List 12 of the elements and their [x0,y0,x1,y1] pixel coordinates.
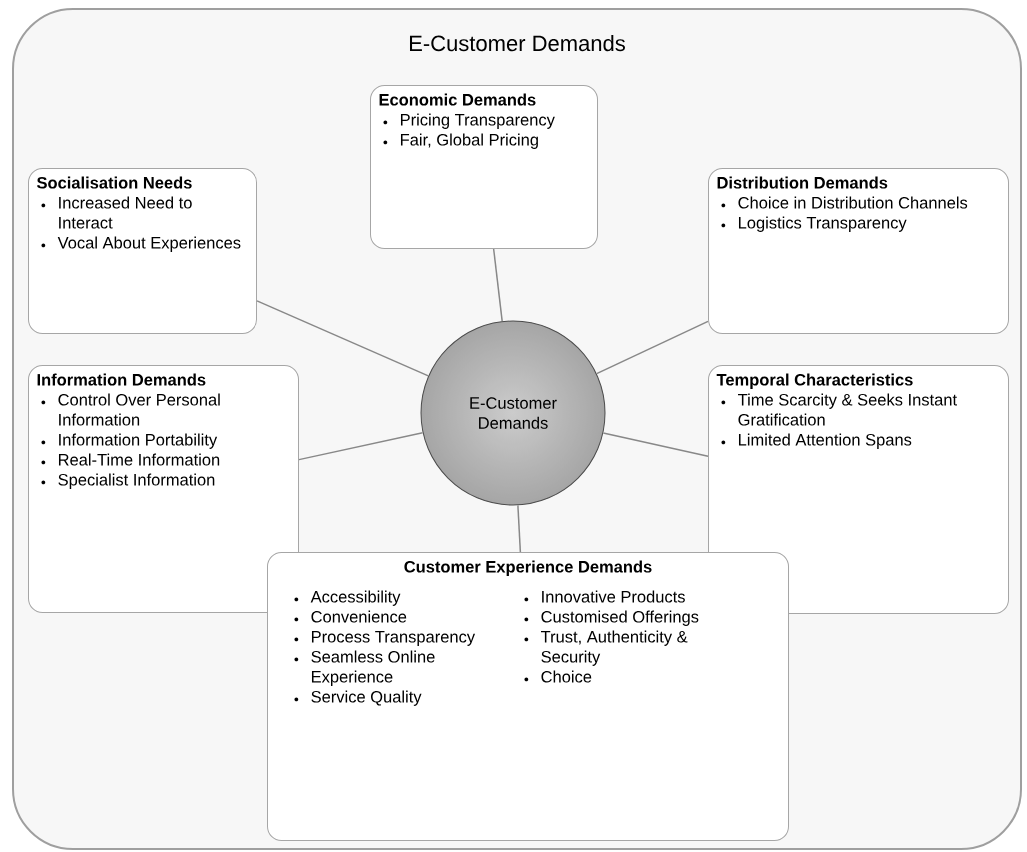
category-box: Socialisation Needs Increased Need to Interact Vocal About Experiences [28,168,257,334]
category-box: Customer Experience Demands Accessibility Convenience Process Transparency Seamless Online Experience Service Quality Innovative Products Customised Offerings Trust, Authenticity & Security Choice [267,552,789,841]
category-box: Information Demands Control Over Personal Information Information Portability Real-Time Information Specialist Information [28,365,299,613]
connector-line [595,320,709,375]
connector-line [602,432,709,458]
connector-line [256,300,430,377]
category-box: Economic Demands Pricing Transparency Fair, Global Pricing [370,85,598,249]
connector-line [492,248,503,322]
connector-line [517,504,522,553]
connector-line [298,431,424,461]
category-box: Temporal Characteristics Time Scarcity & Seeks Instant Gratification Limited Attention Spans [708,365,1009,614]
category-box: Distribution Demands Choice in Distribution Channels Logistics Transparency [708,168,1009,334]
